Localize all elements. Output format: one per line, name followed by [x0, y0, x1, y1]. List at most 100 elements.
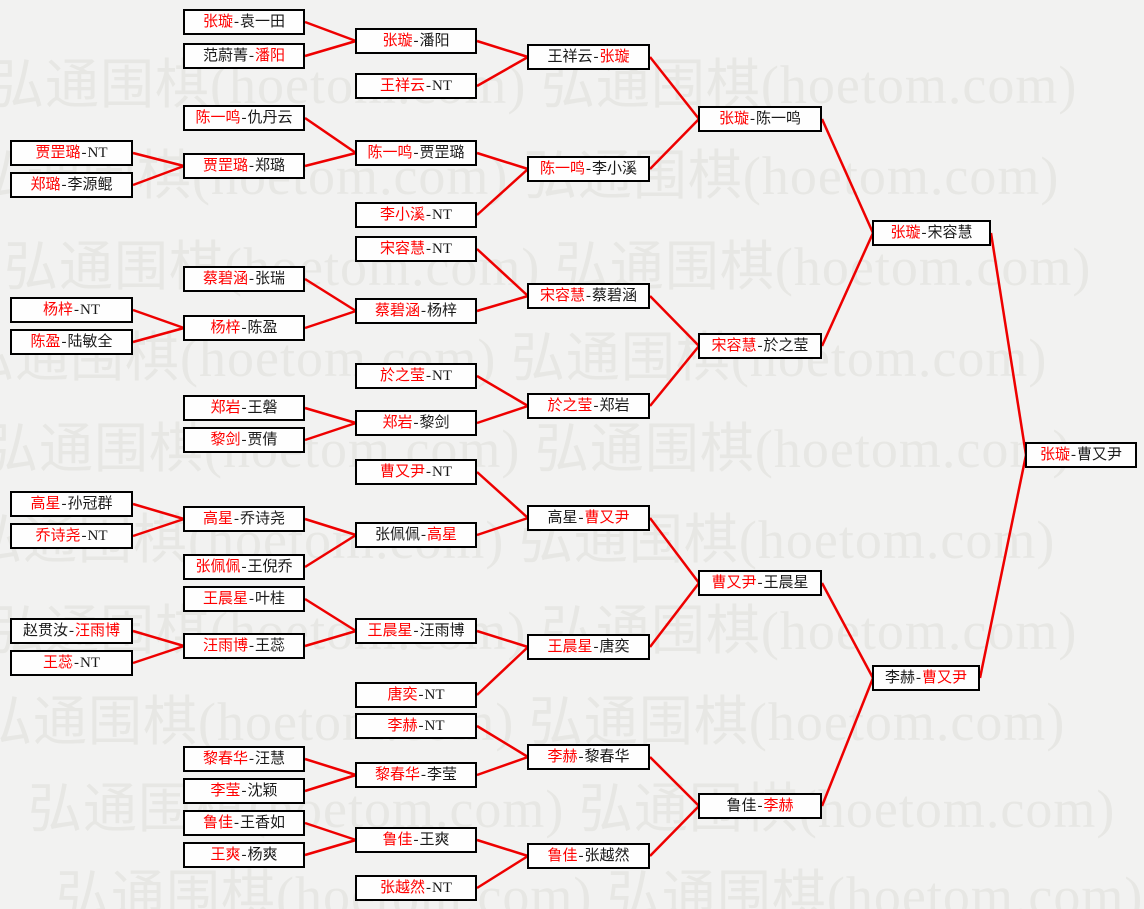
match-box: 贾罡璐-NT — [10, 140, 133, 166]
match-box: 李赫-黎春华 — [527, 744, 650, 770]
name-separator: - — [249, 270, 254, 287]
match-box: 范蔚菁-潘阳 — [183, 43, 305, 69]
loser-name: NT — [80, 301, 100, 318]
name-separator: - — [586, 160, 591, 177]
winner-name: 王晨星 — [367, 622, 413, 639]
name-separator: - — [426, 77, 431, 94]
match-box: 宋容慧-蔡碧涵 — [527, 283, 650, 309]
winner-name: 鲁佳 — [382, 831, 413, 848]
name-separator: - — [249, 750, 254, 767]
loser-name: NT — [87, 527, 108, 544]
winner-name: 李赫 — [763, 797, 794, 814]
name-separator: - — [593, 48, 599, 65]
name-separator: - — [757, 797, 763, 814]
name-separator: - — [81, 144, 87, 161]
loser-name: 汪慧 — [255, 750, 286, 767]
match-box: 杨梓-陈盈 — [183, 315, 305, 341]
loser-name: 黎剑 — [419, 414, 450, 431]
loser-name: 王祥云 — [547, 48, 593, 65]
loser-name: 李赫 — [884, 669, 915, 686]
winner-name: 张璇 — [890, 224, 921, 241]
loser-name: 宋容慧 — [927, 224, 973, 241]
loser-name: 杨爽 — [247, 846, 278, 863]
match-box: 王晨星-唐奕 — [527, 634, 650, 660]
loser-name: 范蔚菁 — [202, 47, 248, 64]
match-box: 李赫-曹又尹 — [872, 665, 980, 691]
match-box: 鲁佳-王爽 — [355, 827, 477, 853]
match-box: 曹又尹-王晨星 — [698, 570, 822, 596]
winner-name: 蔡碧涵 — [202, 270, 248, 287]
loser-name: NT — [424, 686, 445, 703]
loser-name: 潘阳 — [419, 32, 450, 49]
loser-name: 王磐 — [247, 399, 278, 416]
match-box: 於之莹-NT — [355, 363, 477, 389]
winner-name: 李莹 — [210, 782, 241, 799]
loser-name: 曹又尹 — [1077, 446, 1123, 463]
name-separator: - — [418, 686, 424, 703]
name-separator: - — [234, 13, 239, 30]
winner-name: 李赫 — [547, 748, 578, 765]
winner-name: 贾罡璐 — [202, 157, 248, 174]
name-separator: - — [74, 301, 79, 318]
winner-name: 黎春华 — [202, 750, 248, 767]
name-separator: - — [241, 431, 247, 448]
winner-name: 郑岩 — [210, 399, 241, 416]
match-box: 李小溪-NT — [355, 202, 477, 228]
watermark-text: 弘通围棋(hoetom.com) 弘通围棋(hoetom.com) — [0, 419, 1072, 479]
name-separator: - — [241, 109, 247, 126]
loser-name: 蔡碧涵 — [592, 287, 638, 304]
winner-name: 曹又尹 — [379, 463, 425, 480]
loser-name: 陆敏全 — [67, 333, 113, 350]
name-separator: - — [1071, 446, 1076, 463]
name-separator: - — [413, 622, 419, 639]
winner-name: 李赫 — [387, 717, 418, 734]
match-box: 宋容慧-於之莹 — [698, 333, 822, 359]
winner-name: 王晨星 — [547, 638, 593, 655]
loser-name: 鲁佳 — [726, 797, 757, 814]
loser-name: NT — [432, 206, 452, 223]
watermark-text: 弘通围棋(hoetom.com) 弘通围棋(hoetom.com) — [56, 866, 1144, 909]
name-separator: - — [418, 717, 424, 734]
name-separator: - — [249, 47, 254, 64]
loser-name: NT — [432, 367, 452, 384]
match-box: 蔡碧涵-杨梓 — [355, 298, 477, 324]
match-box: 张佩佩-高星 — [355, 522, 477, 548]
winner-name: 贾罡璐 — [35, 144, 81, 161]
name-separator: - — [426, 240, 431, 257]
loser-name: 陈一鸣 — [756, 110, 802, 127]
name-separator: - — [61, 495, 67, 512]
match-box: 黎春华-李莹 — [355, 762, 477, 788]
match-box: 王祥云-张璇 — [527, 44, 650, 70]
name-separator: - — [916, 669, 921, 686]
loser-name: 叶桂 — [255, 590, 286, 607]
winner-name: 於之莹 — [547, 397, 593, 414]
match-box: 张璇-宋容慧 — [872, 220, 991, 246]
name-separator: - — [921, 224, 927, 241]
match-box: 陈一鸣-李小溪 — [527, 156, 650, 182]
match-box: 张璇-曹又尹 — [1025, 442, 1137, 468]
loser-name: 王晨星 — [763, 574, 809, 591]
loser-name: 郑岩 — [599, 397, 630, 414]
loser-name: 李源鲲 — [67, 176, 113, 193]
loser-name: NT — [432, 879, 452, 896]
name-separator: - — [421, 302, 426, 319]
name-separator: - — [593, 638, 599, 655]
match-box: 杨梓-NT — [10, 297, 133, 323]
match-box: 唐奕-NT — [355, 682, 477, 708]
match-box: 贾罡璐-郑璐 — [183, 153, 305, 179]
name-separator: - — [421, 526, 426, 543]
loser-name: NT — [80, 654, 100, 671]
match-box: 李莹-沈颖 — [183, 778, 305, 804]
name-separator: - — [578, 847, 584, 864]
name-separator: - — [426, 206, 431, 223]
loser-name: 李小溪 — [592, 160, 638, 177]
match-box: 李赫-NT — [355, 713, 477, 739]
name-separator: - — [69, 622, 74, 639]
watermark-text: 弘通围棋(hoetom.com) 弘通围棋(hoetom.com) — [0, 692, 1066, 752]
name-separator: - — [413, 32, 419, 49]
match-box: 乔诗尧-NT — [10, 523, 133, 549]
name-separator: - — [234, 814, 239, 831]
name-separator: - — [241, 846, 247, 863]
winner-name: 张越然 — [379, 879, 425, 896]
match-box: 鲁佳-张越然 — [527, 843, 650, 869]
